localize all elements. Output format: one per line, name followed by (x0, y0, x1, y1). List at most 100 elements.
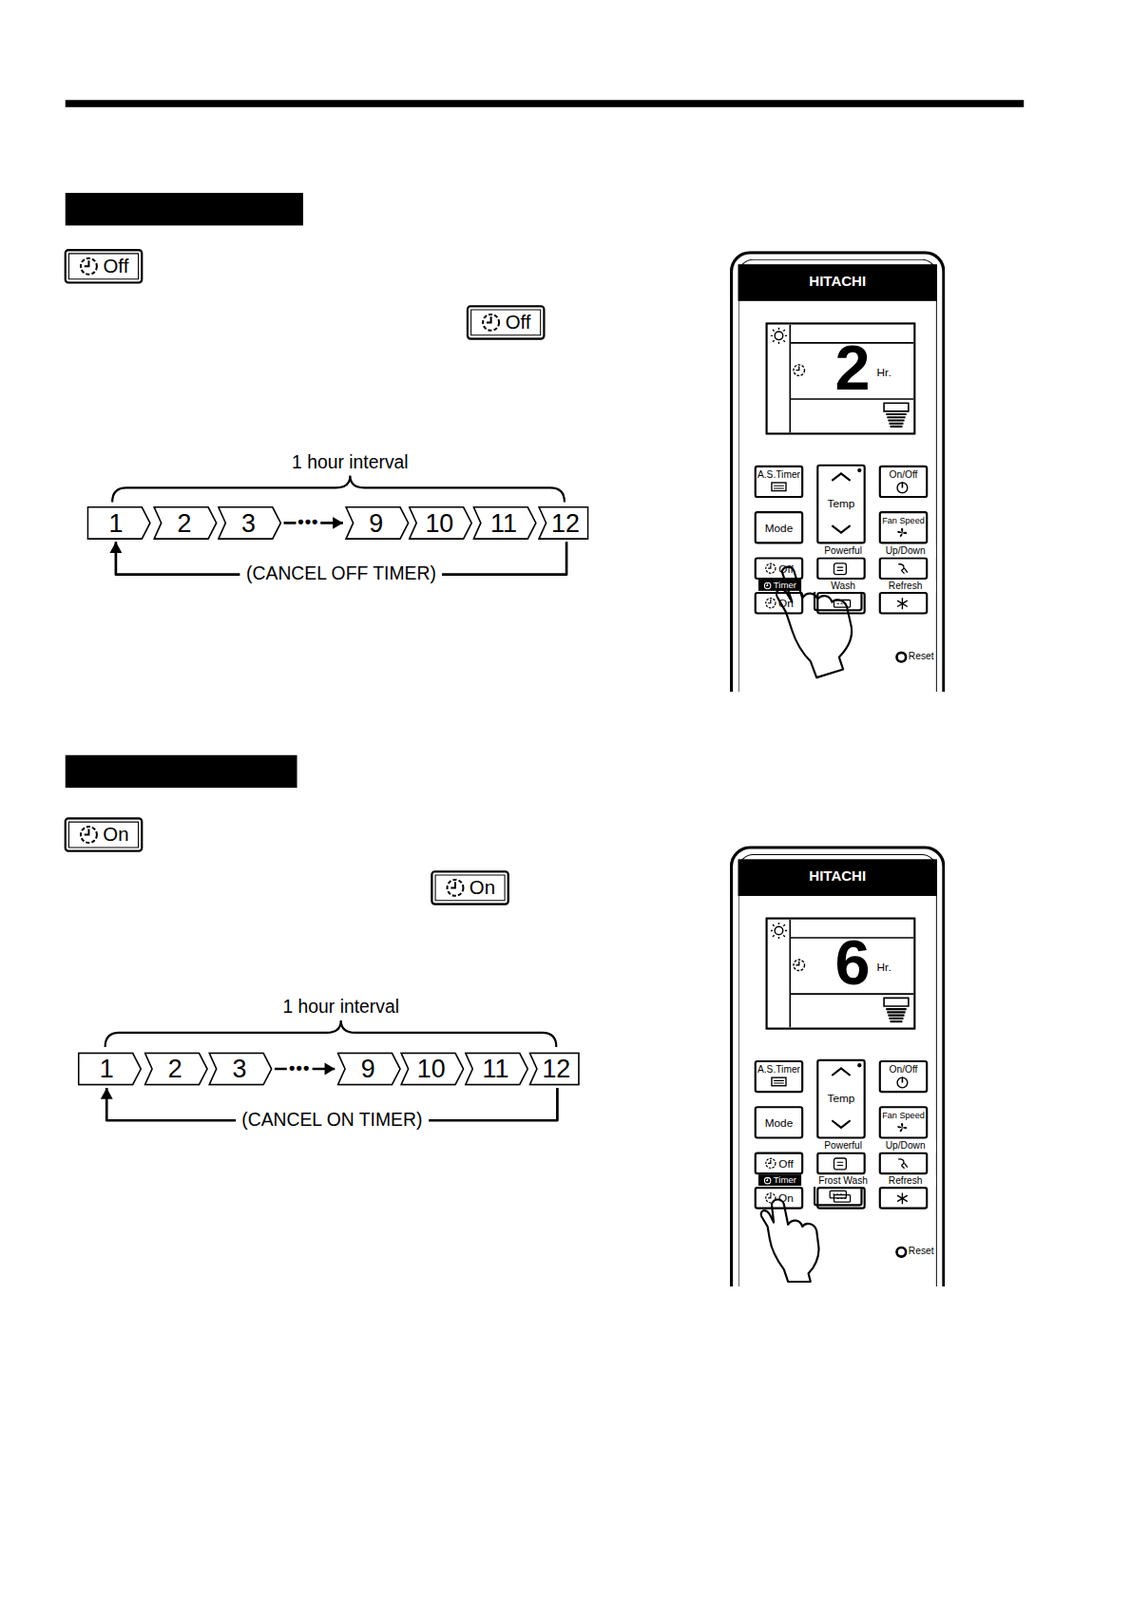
node-text: 9 (356, 1054, 382, 1084)
node-text: On (778, 1191, 794, 1205)
timer-step-box: 2 (153, 506, 218, 540)
timer-button-icon: Off (64, 249, 144, 285)
remote-button: A.S.Timer (754, 465, 805, 499)
timer-band: Timer (758, 579, 802, 592)
node-text: On/Off (889, 469, 919, 480)
timer-step-box: 12 (528, 1052, 580, 1086)
timer-button-icon: Off (466, 305, 546, 341)
node-text: Temp (818, 497, 863, 510)
node-text: On/Off (889, 1064, 919, 1075)
section-band (65, 192, 304, 226)
node-text: 2 (835, 336, 871, 401)
timer-band: Timer (758, 1174, 802, 1187)
button-icon (895, 526, 912, 539)
node-text: 9 (364, 509, 390, 538)
remote-button: Powerful (816, 556, 866, 580)
timer-step-box: 11 (472, 506, 537, 540)
remote-button: Up/Down (879, 1152, 929, 1176)
button-icon (832, 562, 851, 576)
timer-step-box: 1 (86, 506, 152, 540)
connector-label: (CANCEL ON TIMER) (235, 1111, 429, 1131)
timer-button-icon: On (64, 817, 144, 853)
timer-step-box: 1 (77, 1052, 143, 1086)
node-text: 12 (547, 509, 580, 538)
remote-button: On (754, 592, 805, 615)
clock-icon (444, 878, 465, 899)
remote-button: Mode (754, 511, 805, 544)
interval-label: 1 hour interval (282, 997, 400, 1018)
clock-icon (78, 256, 99, 277)
timer-step-box: 9 (336, 1052, 402, 1086)
remote-button: Temp (816, 1059, 866, 1140)
remote-button: Off (754, 556, 805, 580)
remote-button: Wash (816, 592, 866, 615)
node-text: Timer (773, 580, 797, 591)
button-icon (770, 1076, 787, 1090)
timer-step-box: 10 (400, 1052, 465, 1086)
node-text: 1 (108, 509, 129, 538)
remote-button: Fan Speed (879, 511, 929, 544)
node-text: Mode (765, 1116, 794, 1130)
reset-hole (895, 1246, 908, 1259)
node-text: Mode (765, 521, 794, 535)
node-text: 2 (163, 1054, 189, 1084)
node-text: On (778, 596, 794, 610)
interval-brace (105, 1020, 557, 1048)
node-text: Temp (818, 1092, 863, 1105)
node-text: 2 (172, 509, 198, 538)
remote-button: On (754, 1187, 805, 1210)
lcd-display: 6Hr. (766, 918, 917, 1031)
section-band (65, 755, 298, 788)
button-icon (895, 1076, 912, 1090)
button-icon (895, 1191, 914, 1206)
clock-icon (764, 562, 777, 576)
node-text: Hr. (877, 961, 892, 975)
timer-step-box: 10 (408, 506, 474, 540)
node-text: Refresh (874, 1175, 936, 1188)
node-text: 11 (486, 509, 524, 538)
remote-button: Off (754, 1152, 805, 1176)
timer-step-box: 9 (345, 506, 410, 540)
clock-icon (764, 596, 777, 610)
node-text: Off (102, 255, 129, 277)
node-text: On (469, 877, 496, 899)
button-icon (895, 562, 914, 576)
remote-button: Mode (754, 1106, 805, 1139)
timer-step-box: 12 (537, 506, 590, 540)
interval-label: 1 hour interval (291, 453, 409, 474)
top-rule (65, 99, 1024, 108)
node-text: 3 (237, 509, 263, 538)
clock-icon (763, 581, 772, 591)
clock-icon (764, 1157, 777, 1170)
remote-button: Powerful (816, 1152, 866, 1176)
button-icon (895, 1122, 912, 1135)
arrow-head (332, 517, 344, 530)
node-text: HITACHI (732, 868, 942, 885)
node-text: A.S.Timer (757, 469, 801, 480)
remote-control: HITACHI 6Hr. A.S.TimerTemp On/OffMode Fan Sp… (729, 845, 946, 1287)
remote-button: On/Off (879, 1060, 929, 1093)
node-text: Frost Wash (812, 1175, 874, 1188)
clock-icon (77, 824, 98, 845)
node-text: Wash (812, 580, 874, 593)
remote-button: On/Off (879, 465, 929, 499)
remote-button: Temp (816, 464, 866, 545)
remote-button: Frost Wash (816, 1187, 866, 1210)
timer-step-box: 2 (143, 1052, 209, 1086)
remote-button: Fan Speed (879, 1106, 929, 1139)
button-icon (770, 481, 787, 495)
node-text: 12 (537, 1054, 571, 1084)
connector-label: ••• (287, 1059, 313, 1079)
timer-step-box: 11 (464, 1052, 530, 1086)
button-icon (832, 1191, 851, 1206)
timer-step-box: 3 (217, 506, 283, 540)
arrow-head (100, 1088, 114, 1100)
clock-icon (480, 312, 501, 333)
remote-control: HITACHI2Hr.A.S.TimerTempOn/OffModeFan Sp… (729, 250, 946, 692)
node-text: Fan Speed (881, 516, 925, 526)
remote-button: A.S.Timer (754, 1060, 805, 1093)
node-text: Timer (773, 1175, 797, 1186)
timer-button-icon: On (430, 870, 510, 906)
reset-hole (895, 651, 908, 664)
